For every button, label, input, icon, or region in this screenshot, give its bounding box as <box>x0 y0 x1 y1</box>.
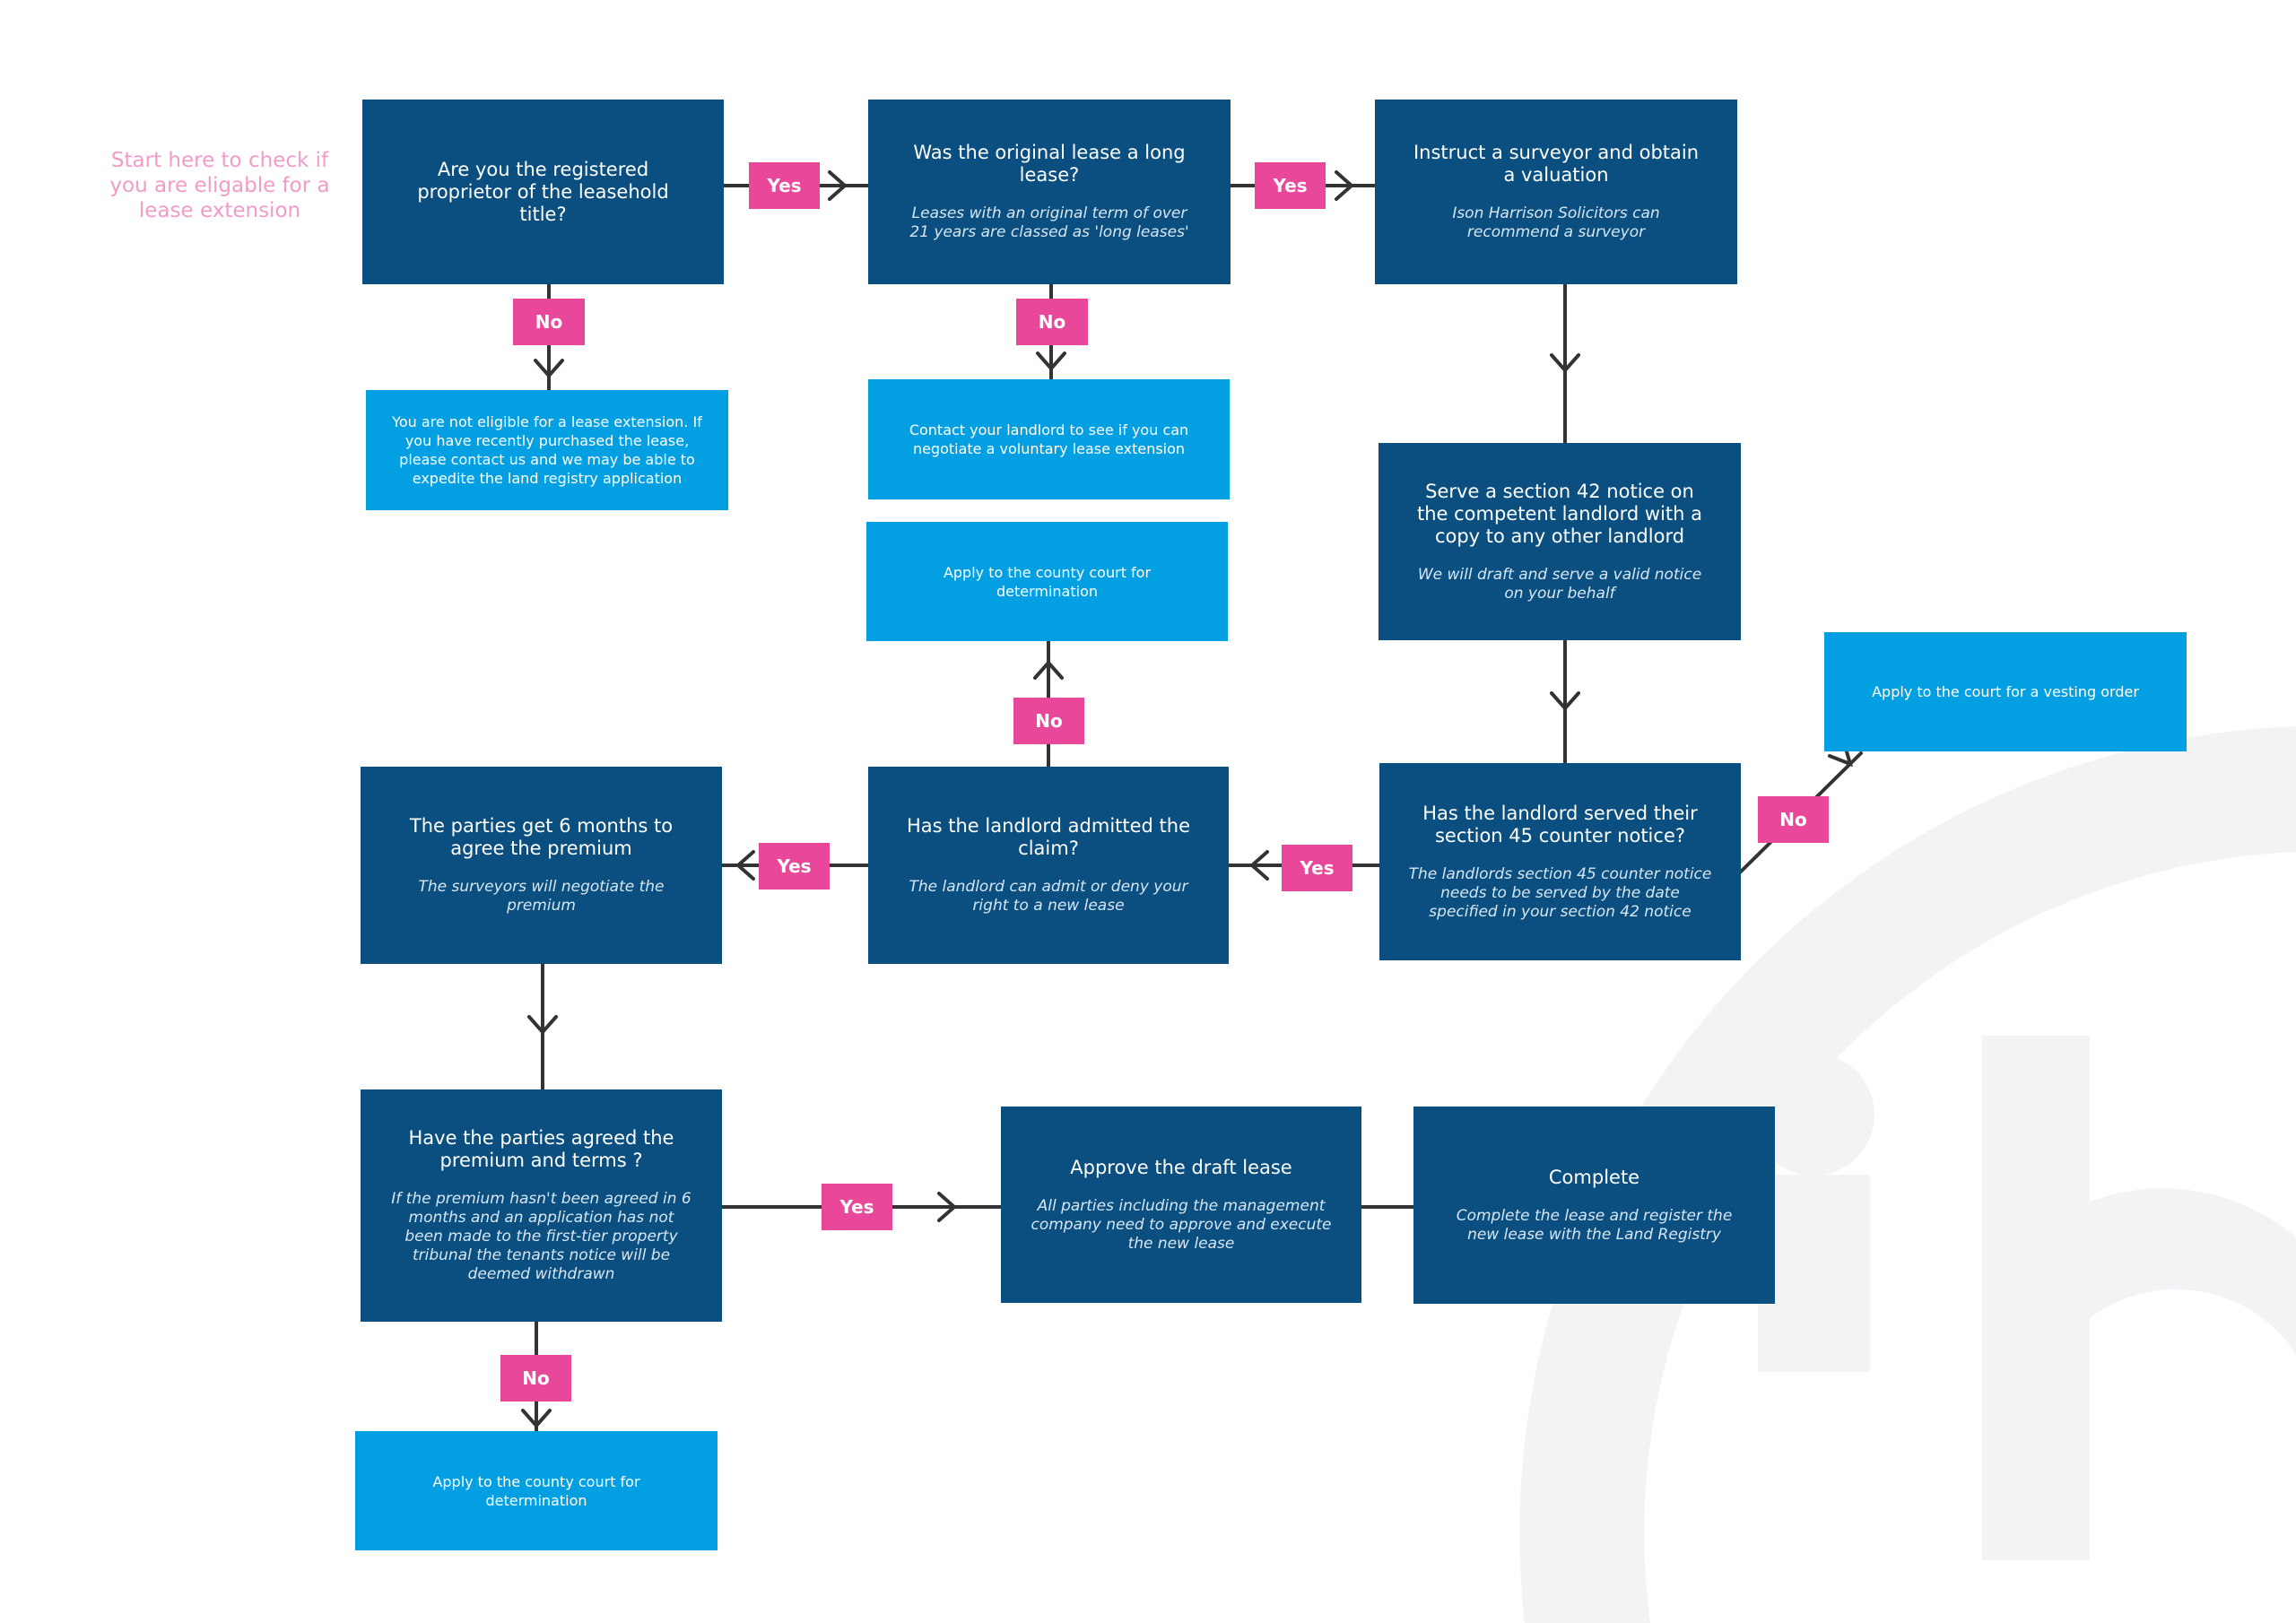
node-subtitle: The landlord can admit or deny your righ… <box>909 878 1188 915</box>
arrowhead <box>534 359 564 379</box>
node-contact-landlord: Contact your landlord to see if you can … <box>868 379 1230 499</box>
node-title: Have the parties agreed the premium and … <box>408 1127 674 1171</box>
node-subtitle: The surveyors will negotiate the premium <box>418 878 665 915</box>
node-title: Instruct a surveyor and obtain a valuati… <box>1413 142 1700 186</box>
node-text: Apply to the county court for determinat… <box>432 1472 640 1509</box>
node-text: Apply to the county court for determinat… <box>943 563 1152 600</box>
node-approve-draft-lease: Approve the draft lease All parties incl… <box>1001 1107 1361 1303</box>
no-label: No <box>513 299 585 345</box>
node-subtitle: All parties including the management com… <box>1031 1196 1332 1253</box>
node-subtitle: If the premium hasn't been agreed in 6 m… <box>391 1190 691 1283</box>
node-title: Has the landlord admitted the claim? <box>906 815 1191 859</box>
node-s45-counter-notice: Has the landlord served their section 45… <box>1379 763 1741 960</box>
no-label: No <box>500 1355 571 1402</box>
node-title: Complete <box>1548 1166 1640 1188</box>
yes-label: Yes <box>822 1184 892 1230</box>
node-complete: Complete Complete the lease and register… <box>1413 1107 1775 1304</box>
node-instruct-surveyor: Instruct a surveyor and obtain a valuati… <box>1375 100 1737 284</box>
node-title: Serve a section 42 notice on the compete… <box>1416 480 1702 547</box>
node-six-months: The parties get 6 months to agree the pr… <box>361 767 722 964</box>
yes-label: Yes <box>749 162 820 209</box>
arrowhead <box>521 1409 552 1429</box>
node-title: Approve the draft lease <box>1070 1156 1292 1178</box>
arrowhead <box>527 1015 558 1036</box>
node-text: Apply to the court for a vesting order <box>1872 683 2139 700</box>
node-subtitle: We will draft and serve a valid notice o… <box>1417 565 1702 603</box>
arrowhead <box>937 1192 958 1222</box>
arrowhead <box>1036 352 1066 372</box>
arrowhead <box>828 170 848 201</box>
arrowhead <box>1550 353 1580 374</box>
yes-label: Yes <box>1255 162 1326 209</box>
node-subtitle: Leases with an original term of over 21 … <box>909 204 1189 241</box>
arrowhead <box>1033 659 1064 680</box>
no-label: No <box>1013 698 1084 744</box>
start-here-text: Start here to check if you are eligable … <box>109 149 330 222</box>
arrowhead <box>1335 170 1355 201</box>
node-subtitle: The landlords section 45 counter notice … <box>1408 864 1712 921</box>
arrowhead <box>1248 850 1269 881</box>
node-subtitle: Ison Harrison Solicitors can recommend a… <box>1452 204 1660 241</box>
node-title: Are you the registered proprietor of the… <box>417 158 669 225</box>
no-label: No <box>1016 299 1088 345</box>
node-original-lease-long: Was the original lease a long lease? Lea… <box>868 100 1231 284</box>
yes-label: Yes <box>759 843 830 890</box>
node-apply-vesting-order: Apply to the court for a vesting order <box>1824 632 2187 751</box>
no-label: No <box>1758 796 1829 843</box>
node-landlord-admitted: Has the landlord admitted the claim? The… <box>868 767 1229 964</box>
arrowhead <box>735 850 755 881</box>
node-apply-county-court-bottom: Apply to the county court for determinat… <box>355 1431 718 1550</box>
node-title: Was the original lease a long lease? <box>913 142 1186 186</box>
arrowhead <box>1550 691 1580 712</box>
yes-label: Yes <box>1282 845 1352 891</box>
node-not-eligible: You are not eligible for a lease extensi… <box>366 390 728 510</box>
node-title: Has the landlord served their section 45… <box>1422 802 1698 846</box>
node-apply-county-court-top: Apply to the county court for determinat… <box>866 522 1228 641</box>
node-serve-s42-notice: Serve a section 42 notice on the compete… <box>1378 443 1741 640</box>
node-registered-proprietor: Are you the registered proprietor of the… <box>362 100 724 284</box>
node-text: Contact your landlord to see if you can … <box>909 421 1189 457</box>
node-agreed-premium-terms: Have the parties agreed the premium and … <box>361 1089 722 1322</box>
node-text: You are not eligible for a lease extensi… <box>392 413 702 487</box>
node-title: The parties get 6 months to agree the pr… <box>409 815 674 859</box>
node-subtitle: Complete the lease and register the new … <box>1456 1206 1733 1244</box>
